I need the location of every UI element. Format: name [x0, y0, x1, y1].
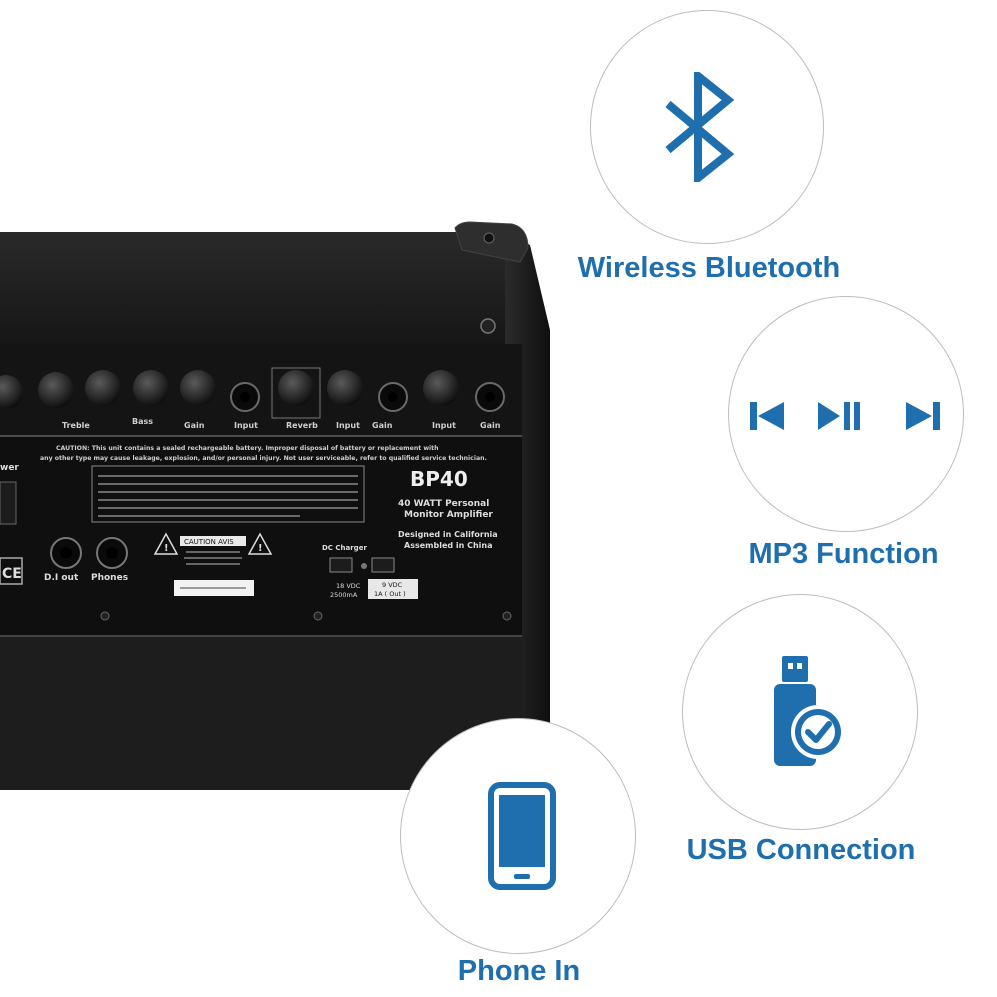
model-name: BP40 — [410, 467, 468, 491]
svg-text:!: ! — [258, 543, 263, 554]
warning-triangle-icon — [153, 532, 179, 555]
mp3-feature-label: MP3 Function — [748, 538, 939, 570]
spec-out-current: 1A ( Out ) — [374, 590, 406, 598]
amp-top-surface — [0, 232, 520, 344]
ce-mark: CE — [2, 566, 22, 582]
led — [361, 563, 367, 569]
led-info-box — [91, 465, 365, 523]
spec-out-voltage: 9 VDC — [382, 581, 403, 589]
smartphone-icon — [488, 782, 556, 890]
knob-label: Gain — [480, 421, 501, 430]
caution-text-top: CAUTION: This unit contains a sealed rec… — [56, 445, 439, 452]
bluetooth-feature-label: Wireless Bluetooth — [577, 252, 841, 284]
knob-label: Gain — [372, 421, 393, 430]
caution-avis-label: CAUTION AVIS — [184, 538, 234, 546]
warning-triangle-icon — [247, 532, 273, 555]
knob-label: Reverb — [286, 421, 318, 430]
amp-subtitle: Monitor Amplifier — [404, 510, 493, 520]
knob-label: Gain — [184, 421, 205, 430]
screw — [480, 318, 496, 334]
knob-row — [0, 367, 505, 419]
phones-label: Phones — [91, 573, 128, 583]
usb-feature-label: USB Connection — [686, 834, 916, 866]
usb-check-icon — [774, 656, 845, 766]
knob-label: Treble — [62, 421, 90, 430]
di-out-label: D.I out — [44, 573, 79, 583]
ce-mark-box — [0, 557, 23, 585]
phone-feature-label: Phone In — [457, 955, 581, 987]
knob-label: Input — [234, 421, 258, 430]
caution-text-bottom: any other type may cause leakage, explos… — [40, 455, 487, 462]
assembled-in: Assembled in China — [404, 541, 493, 550]
knob-label: Input — [432, 421, 456, 430]
knob-label: Bass — [132, 417, 153, 426]
spec-in-current: 2500mA — [330, 591, 358, 599]
bluetooth-feature-circle — [590, 10, 824, 244]
power-label: wer — [0, 463, 19, 473]
bluetooth-icon — [665, 72, 735, 182]
power-rating: 40 WATT Personal — [398, 499, 489, 509]
spec-in-voltage: 18 VDC — [336, 582, 361, 590]
knob-label: Input — [336, 421, 360, 430]
amplifier-photo: Treble Bass Gain Input Reverb Input Gain… — [0, 221, 550, 790]
media-controls-icon — [750, 402, 940, 430]
svg-text:!: ! — [164, 543, 169, 554]
dc-charger-label: DC Charger — [322, 544, 367, 552]
power-switch — [0, 481, 17, 525]
designed-in: Designed in California — [398, 530, 498, 539]
